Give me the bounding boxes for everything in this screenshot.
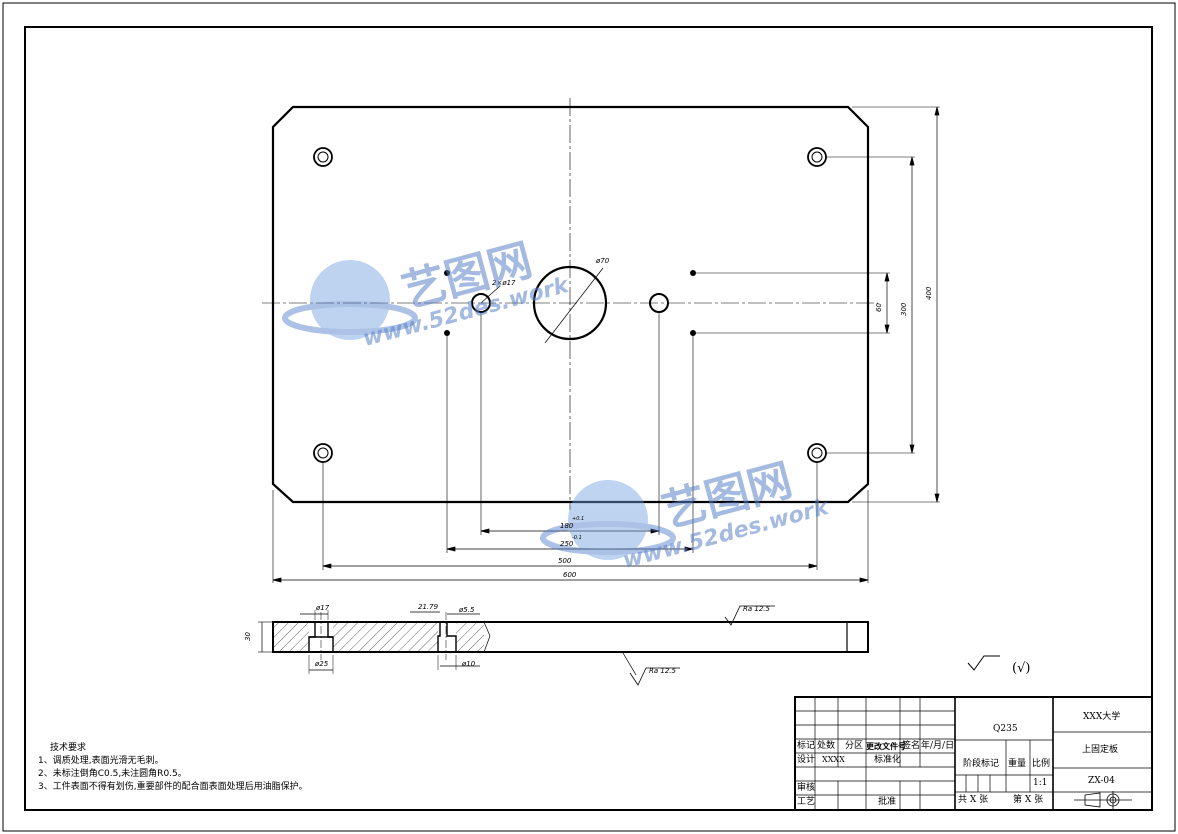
tb-standard: 标准化 — [874, 755, 902, 765]
finish-bottom-label: Ra 12.5 — [649, 667, 676, 675]
tb-designer: XXXX — [822, 755, 845, 764]
roughness-symbol — [967, 655, 1000, 671]
tb-mark: 标记 — [797, 741, 816, 751]
tb-design: 设计 — [797, 755, 816, 765]
tech-requirement-2: 2、未标注倒角C0.5,未注圆角R0.5。 — [38, 769, 187, 779]
dim-holes-60: 60 — [875, 303, 883, 312]
tech-requirement-1: 1、调质处理,表面光滑无毛刺。 — [38, 756, 164, 766]
tb-drawing-no: ZX-04 — [1088, 776, 1115, 786]
dim-width-600: 600 — [563, 571, 577, 579]
tb-count: 处数 — [817, 741, 836, 751]
tb-ratio: 比例 — [1032, 759, 1051, 769]
tb-material: Q235 — [993, 724, 1018, 734]
tech-requirements: 技术要求 1、调质处理,表面光滑无毛刺。 2、未标注倒角C0.5,未注圆角R0.… — [38, 742, 308, 794]
dim-side-holes: 2×ø17 — [492, 279, 516, 287]
finish-top-label: Ra 12.5 — [743, 605, 770, 613]
dim-holes-500: 500 — [558, 557, 572, 565]
plate-outline — [271, 105, 870, 504]
tb-process: 工艺 — [797, 797, 816, 807]
dim-pin-10: ø10 — [462, 660, 476, 668]
dim-thickness-30: 30 — [244, 632, 252, 641]
tb-date: 年/月/日 — [921, 741, 955, 751]
tol-mark-lower: -0.1 — [572, 535, 582, 541]
general-finish-label: (√) — [1012, 661, 1031, 676]
tb-part-name: 上固定板 — [1082, 745, 1119, 755]
dim-counterbore-25: ø25 — [315, 660, 329, 668]
dim-holes-300: 300 — [900, 302, 908, 316]
section-view — [258, 605, 869, 686]
tb-doc-no: 更改文件号 — [866, 741, 906, 751]
dim-center-hole: ø70 — [596, 257, 610, 265]
title-block-grid — [794, 696, 1153, 811]
tech-requirements-title: 技术要求 — [50, 743, 87, 753]
tb-sheet-no: 第 X 张 — [1013, 795, 1044, 805]
center-hole — [532, 265, 608, 341]
tb-approve: 批准 — [878, 797, 897, 807]
tol-mark-upper: +0.1 — [572, 516, 585, 522]
dimension-lines — [272, 106, 940, 583]
pin-holes — [444, 270, 696, 336]
inner-border — [24, 26, 1153, 811]
projection-symbol-icon — [1074, 791, 1132, 809]
tb-school: XXX大学 — [1083, 712, 1121, 722]
tb-zone: 分区 — [845, 741, 864, 751]
center-lines — [262, 98, 878, 510]
dim-holes-250: 250 — [560, 540, 574, 548]
tb-weight: 重量 — [1008, 759, 1027, 769]
tb-sign: 签名 — [902, 741, 921, 751]
watermark-logo-icon — [282, 260, 676, 560]
dim-holes-180: 180 — [560, 522, 574, 530]
extension-lines — [272, 106, 940, 583]
tb-scale: 1:1 — [1033, 778, 1048, 788]
dim-depth-21-79: 21.79 — [418, 603, 439, 611]
tech-requirement-3: 3、工件表面不得有划伤,重要部件的配合面表面处理后用油脂保护。 — [38, 782, 308, 792]
dim-counterbore-17: ø17 — [316, 604, 330, 612]
tb-total-sheets: 共 X 张 — [958, 795, 989, 805]
tb-stage: 阶段标记 — [963, 759, 1000, 769]
center-hole-leader — [544, 267, 604, 344]
tb-review: 审核 — [797, 783, 816, 793]
dim-pin-5-5: ø5.5 — [459, 606, 475, 614]
side-hole-leader — [480, 285, 501, 304]
dim-height-400: 400 — [925, 286, 933, 300]
